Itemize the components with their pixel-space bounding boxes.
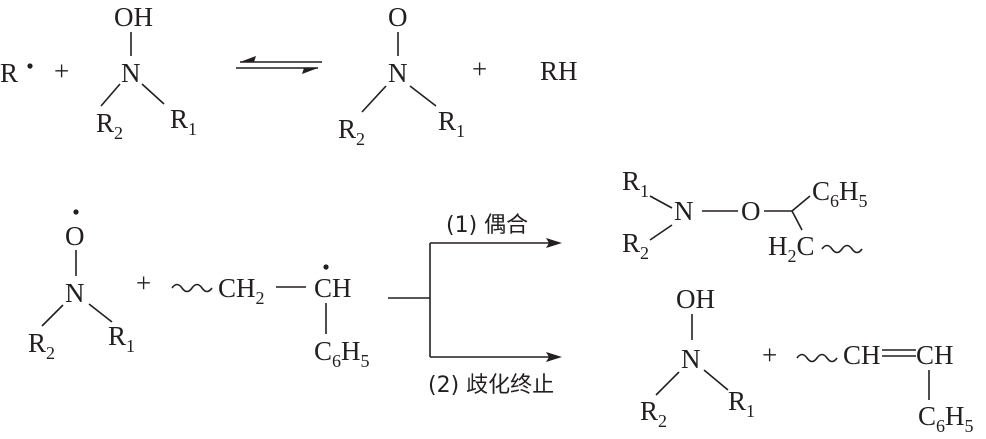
group-ch-left: CH bbox=[843, 340, 881, 370]
bond bbox=[791, 210, 803, 231]
atom-oh: OH bbox=[676, 284, 715, 314]
group-r1: R1 bbox=[170, 104, 197, 139]
atom-oh: OH bbox=[114, 2, 153, 32]
plus-sign: + bbox=[472, 54, 487, 84]
group-r1: R1 bbox=[728, 386, 755, 421]
atom-n: N bbox=[388, 58, 408, 88]
radical-r: R bbox=[0, 58, 18, 88]
disproportionation-label: (2) 歧化终止 bbox=[428, 373, 554, 398]
polystyryl-radical: CH2 CH C6H5 bbox=[171, 264, 370, 371]
bond bbox=[409, 85, 437, 107]
atom-n: N bbox=[65, 278, 85, 308]
group-ch-right: CH bbox=[916, 340, 954, 370]
nitroxide-product: O N R2 R1 bbox=[338, 2, 465, 149]
coupling-product: R1 N O C6H5 R2 H2C bbox=[622, 166, 868, 266]
wavy-bond bbox=[171, 283, 213, 293]
coupling-label: (1) 偶合 bbox=[446, 213, 528, 238]
product-rh: RH bbox=[540, 56, 578, 86]
atom-n: N bbox=[674, 196, 694, 226]
group-r2: R2 bbox=[338, 114, 365, 149]
radical-dot bbox=[27, 63, 33, 69]
alkene-product: CH CH C6H5 bbox=[796, 340, 974, 436]
group-r2: R2 bbox=[96, 108, 123, 143]
atom-n: N bbox=[121, 58, 141, 88]
group-r1: R1 bbox=[622, 166, 649, 201]
bond bbox=[703, 369, 729, 391]
bond bbox=[649, 195, 673, 209]
atom-o: O bbox=[65, 221, 85, 251]
hydroxylamine-product: OH N R2 R1 bbox=[640, 284, 755, 431]
radical-dot bbox=[323, 264, 329, 270]
atom-o: O bbox=[388, 2, 408, 32]
bond bbox=[791, 195, 811, 212]
group-ch: CH bbox=[314, 273, 352, 303]
atom-o: O bbox=[741, 196, 761, 226]
bond bbox=[655, 371, 680, 396]
group-phenyl: C6H5 bbox=[314, 336, 370, 371]
group-ch2: CH2 bbox=[218, 273, 265, 308]
wavy-bond bbox=[821, 244, 863, 254]
hydroxylamine-reactant: OH N R2 R1 bbox=[96, 2, 197, 143]
group-phenyl: C6H5 bbox=[812, 176, 868, 211]
group-r2: R2 bbox=[640, 396, 667, 431]
plus-sign: + bbox=[54, 56, 69, 86]
bond bbox=[41, 304, 64, 327]
bond bbox=[141, 83, 165, 105]
branch-arrows bbox=[388, 238, 562, 362]
bond bbox=[100, 83, 121, 107]
group-r1: R1 bbox=[438, 106, 465, 141]
group-r2: R2 bbox=[622, 228, 649, 263]
wavy-bond bbox=[796, 353, 838, 363]
nitroxide-reactant: O N R2 R1 bbox=[28, 209, 135, 363]
plus-sign: + bbox=[762, 340, 777, 370]
group-h2c: H2C bbox=[768, 231, 815, 266]
bond bbox=[649, 224, 673, 241]
equilibrium-arrow bbox=[236, 56, 322, 74]
plus-sign: + bbox=[136, 268, 151, 298]
bond bbox=[88, 303, 113, 323]
radical-dot bbox=[73, 209, 79, 215]
group-r1: R1 bbox=[108, 321, 135, 356]
group-phenyl: C6H5 bbox=[918, 401, 974, 436]
atom-n: N bbox=[681, 344, 701, 374]
bond bbox=[361, 85, 387, 113]
group-r2: R2 bbox=[28, 328, 55, 363]
alkyl-radical: R bbox=[0, 58, 33, 88]
